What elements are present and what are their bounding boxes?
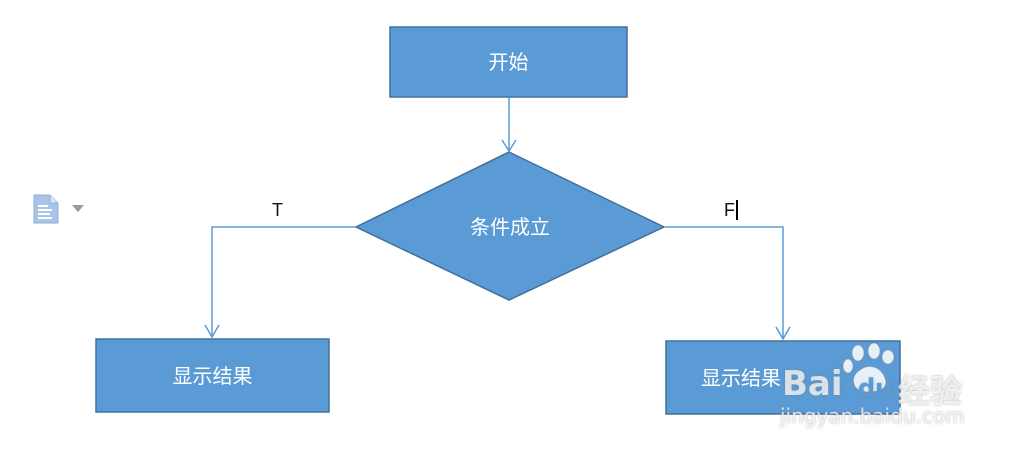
decision-node-label: 条件成立 (470, 215, 550, 239)
arrowhead-false-branch (775, 326, 791, 341)
chevron-down-icon[interactable] (72, 205, 84, 212)
false-result-label: 显示结果 (701, 366, 781, 390)
start-node[interactable] (389, 26, 628, 98)
arrowhead-true-branch (204, 324, 220, 339)
connector-true-branch (211, 226, 356, 336)
paste-options-button[interactable] (32, 193, 88, 225)
connector-false-branch (664, 226, 784, 338)
text-cursor (736, 200, 738, 220)
true-result-node[interactable] (95, 338, 330, 413)
arrowhead-start-to-decision (501, 139, 517, 153)
true-branch-label: T (272, 200, 283, 220)
true-result-label: 显示结果 (172, 364, 253, 388)
decision-node[interactable] (354, 151, 666, 301)
false-branch-label: F (724, 200, 735, 220)
document-paste-options-icon (33, 194, 84, 224)
start-node-label: 开始 (488, 50, 529, 74)
